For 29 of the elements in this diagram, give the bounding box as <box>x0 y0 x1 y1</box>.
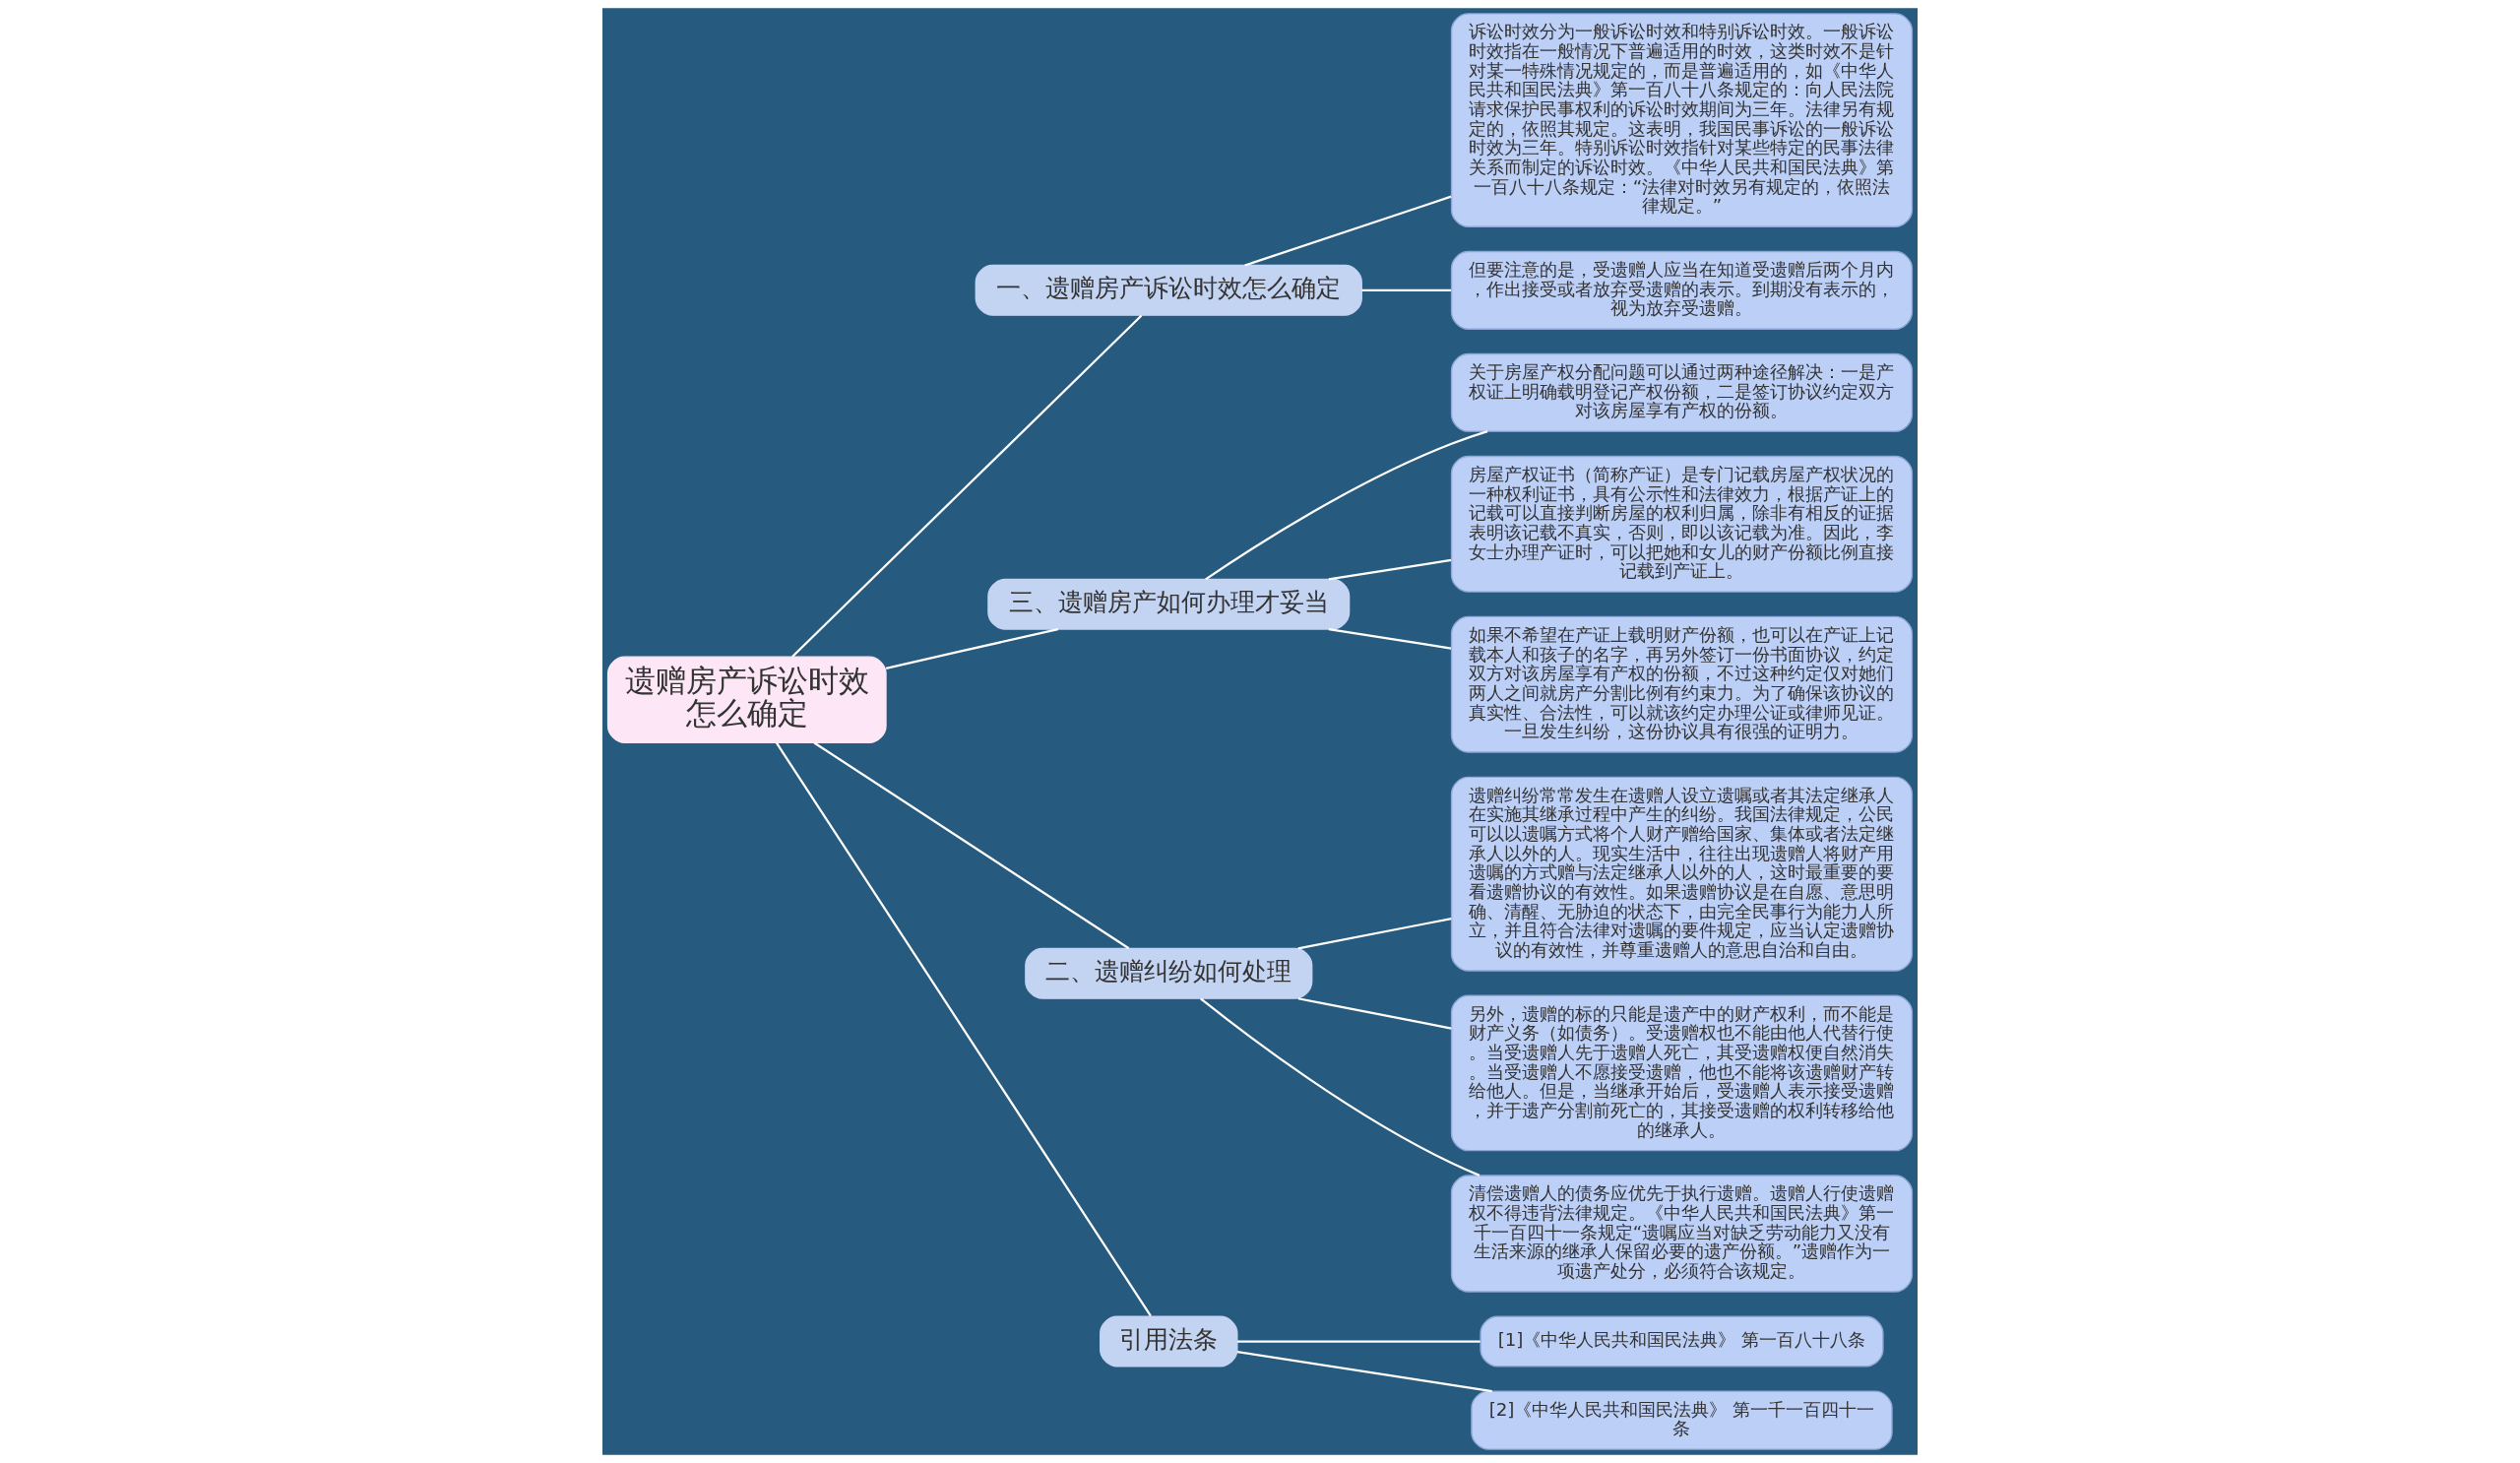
connector <box>775 741 1152 1317</box>
node-box: 二、遗赠纠纷如何处理 <box>1025 947 1313 999</box>
node-box: 如果不希望在产证上载明财产份额，也可以在产证上记载本人和孩子的名字，再另外签订一份书面协议，约定双方对该房屋享有产权的份额，不过这种约定仅对她们两人之间就房产分割比例有约束力。为了确保该协议的真实性、合法性，可以就该约定办理公证或律师见证。一旦发生纠纷，这份协议具有很强的证明力。 <box>1450 615 1914 753</box>
connector <box>1205 430 1488 581</box>
connector <box>885 627 1059 669</box>
connector <box>1200 997 1480 1177</box>
connector <box>791 314 1143 658</box>
node-box: 关于房屋产权分配问题可以通过两种途径解决：一是产权证上明确载明登记产权份额，二是签订协议约定双方对该房屋享有产权的份额。 <box>1450 352 1914 432</box>
connector <box>1361 288 1452 291</box>
node-box: [1]《中华人民共和国民法典》 第一百八十八条 <box>1480 1315 1884 1368</box>
connector <box>1237 1340 1480 1343</box>
node-box: 一、遗赠房产诉讼时效怎么确定 <box>975 264 1362 316</box>
connector <box>1297 997 1452 1030</box>
node-box: 遗赠纠纷常常发生在遗赠人设立遗嘱或者其法定继承人在实施其继承过程中产生的纠纷。我国法律规定，公民可以以遗嘱方式将个人财产赠给国家、集体或者法定继承人以外的人。现实生活中，往往出现遗赠人将财产用遗嘱的方式赠与法定继承人以外的人，这时最重要的要看遗赠协议的有效性。如果遗赠协议是在自愿、意思明确、清醒、无胁迫的状态下，由完全民事行为能力人所立，并且符合法律对遗嘱的要件规定，应当认定遗赠协议的有效性，并尊重遗赠人的意思自治和自由。 <box>1450 776 1914 972</box>
node-box: 另外，遗赠的标的只能是遗产中的财产权利，而不能是财产义务（如债务）。受遗赠权也不能由他人代替行使。当受遗赠人先于遗赠人死亡，其受遗赠权便自然消失。当受遗赠人不愿接受遗赠，他也不能将该遗赠财产转给他人。但是，当继承开始后，受遗赠人表示接受遗赠，并于遗产分割前死亡的，其接受遗赠的权利转移给他的继承人。 <box>1450 994 1914 1152</box>
connector <box>1328 558 1452 581</box>
connector <box>813 741 1130 950</box>
node-box: 遗赠房产诉讼时效怎么确定 <box>606 656 887 743</box>
connector <box>1297 918 1452 950</box>
node-box: 诉讼时效分为一般诉讼时效和特别诉讼时效。一般诉讼时效指在一般情况下普遍适用的时效，这类时效不是针对某一特殊情况规定的，而是普遍适用的，如《中华人民共和国民法典》第一百八十八条规定的：向人民法院请求保护民事权利的诉讼时效期间为三年。法律另有规定的，依照其规定。这表明，我国民事诉讼的一般诉讼时效为三年。特别诉讼时效指针对某些特定的民事法律关系而制定的诉讼时效。《中华人民共和国民法典》第一百八十八条规定：“法律对时效另有规定的，依照法律规定。” <box>1450 13 1914 227</box>
node-box: 三、遗赠房产如何办理才妥当 <box>987 578 1351 630</box>
node-box: 房屋产权证书（简称产证）是专门记载房屋产权状况的一种权利证书，具有公示性和法律效力，根据产证上的记载可以直接判断房屋的权利归属，除非有相反的证据表明该记载不真实，否则，即以该记载为准。因此，李女士办理产证时，可以把她和女儿的财产份额比例直接记载到产证上。 <box>1450 455 1914 593</box>
node-box: [2]《中华人民共和国民法典》 第一千一百四十一条 <box>1471 1390 1893 1450</box>
node-box: 但要注意的是，受遗赠人应当在知道受遗赠后两个月内，作出接受或者放弃受遗赠的表示。到期没有表示的，视为放弃受遗赠。 <box>1450 250 1914 330</box>
connector <box>1244 195 1452 267</box>
node-box: 引用法条 <box>1100 1315 1238 1368</box>
node-box: 清偿遗赠人的债务应优先于执行遗赠。遗赠人行使遗赠权不得违背法律规定。《中华人民共和国民法典》第一千一百四十一条规定“遗嘱应当对缺乏劳动能力又没有生活来源的继承人保留必要的遗产份额。”遗赠作为一项遗产处分，必须符合该规定。 <box>1450 1175 1914 1293</box>
connector <box>1236 1350 1492 1393</box>
connector <box>1328 627 1452 650</box>
